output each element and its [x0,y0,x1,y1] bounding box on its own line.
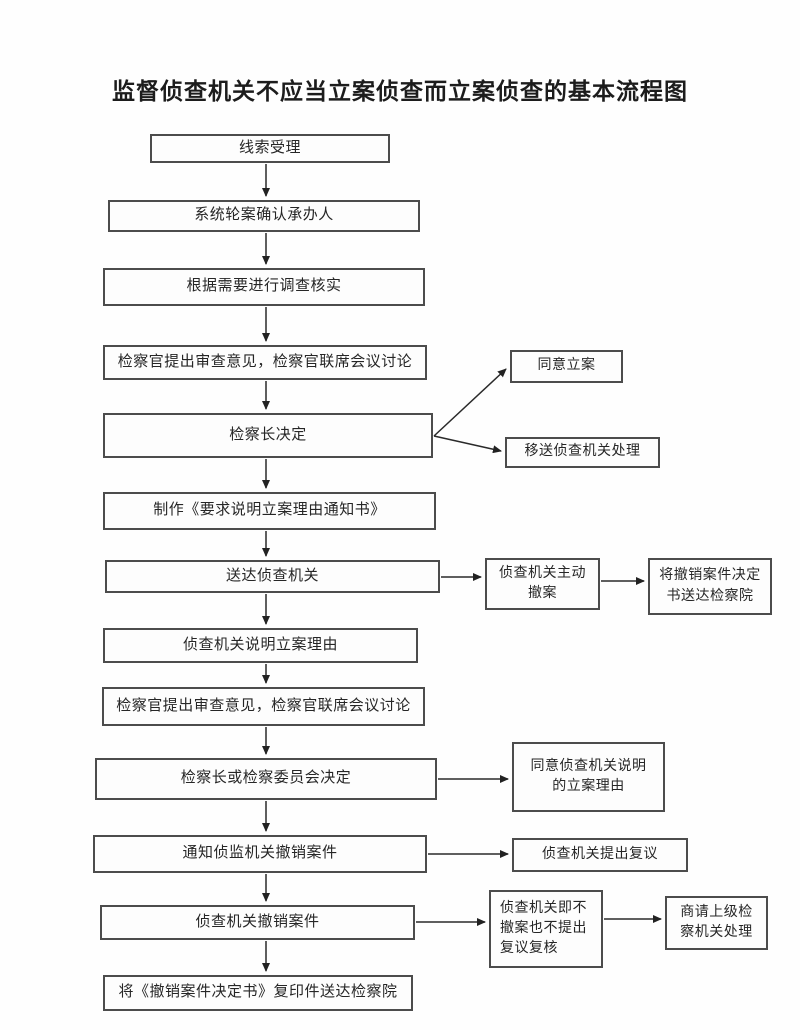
flow-node-system-rotation: 系统轮案确认承办人 [108,200,420,232]
flow-node-consult-superior: 商请上级检 察机关处理 [665,896,768,950]
flow-node-make-notice: 制作《要求说明立案理由通知书》 [103,492,436,530]
flow-node-send-copy: 将《撤销案件决定书》复印件送达检察院 [103,975,413,1011]
flow-node-deliver-to-organ: 送达侦查机关 [105,560,440,593]
flow-node-chief-decision: 检察长决定 [103,413,433,458]
flow-node-organ-withdraw: 侦查机关主动 撤案 [485,558,600,610]
page-title: 监督侦查机关不应当立案侦查而立案侦查的基本流程图 [112,79,688,104]
flow-node-prosecutor-opinion-2: 检察官提出审查意见，检察官联席会议讨论 [102,687,425,726]
flow-node-agree-explanation: 同意侦查机关说明 的立案理由 [512,742,665,812]
flow-node-agree-filing: 同意立案 [510,350,623,383]
arrow-chief-to-transfer [433,435,502,454]
flow-node-investigation-verify: 根据需要进行调查核实 [103,268,425,306]
flow-node-transfer-to-organ: 移送侦查机关处理 [505,437,660,468]
flow-node-organ-withdraw-case: 侦查机关撤销案件 [100,905,415,940]
arrow-chief-to-agree-filing [433,368,507,437]
flow-node-organ-reconsideration: 侦查机关提出复议 [512,838,688,872]
flow-node-organ-explain: 侦查机关说明立案理由 [103,628,418,663]
flow-node-notify-withdraw: 通知侦监机关撤销案件 [93,835,427,873]
flow-node-organ-neither: 侦查机关即不 撤案也不提出 复议复核 [489,890,603,968]
flow-node-prosecutor-opinion-1: 检察官提出审查意见，检察官联席会议讨论 [103,345,427,380]
flow-node-chief-or-committee-decision: 检察长或检察委员会决定 [95,758,437,800]
flow-node-clue-acceptance: 线索受理 [150,134,390,163]
flow-node-send-decision-to-procuratorate: 将撤销案件决定 书送达检察院 [648,558,772,615]
